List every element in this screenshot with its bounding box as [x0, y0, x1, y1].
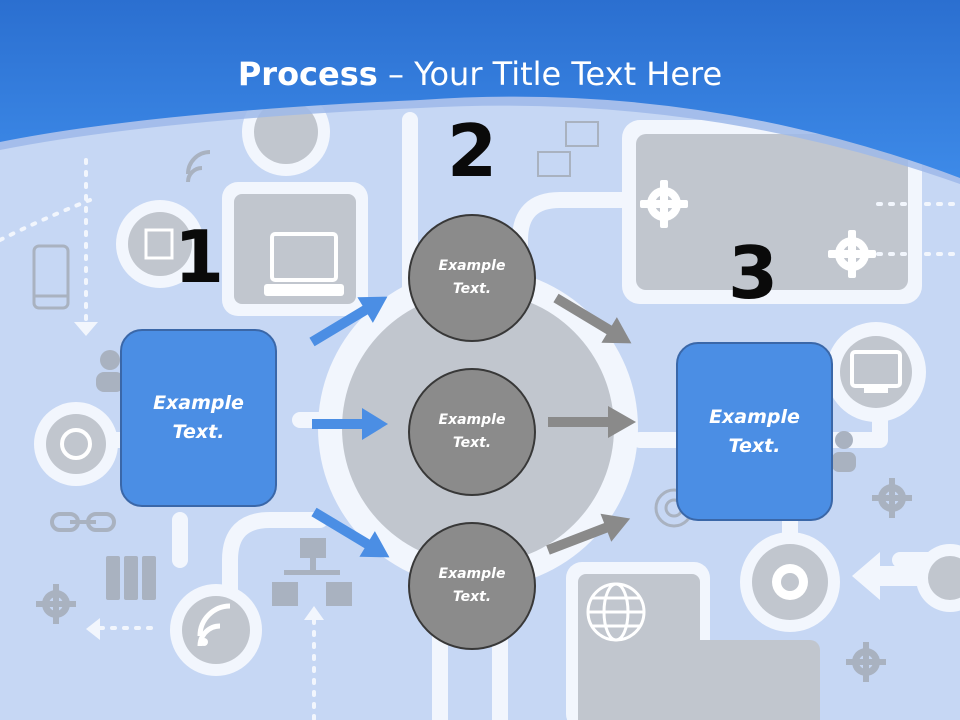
gear-icon — [872, 478, 912, 518]
step-2-circle-middle[interactable]: Example Text. — [408, 368, 536, 496]
mobile-phone-icon — [32, 244, 70, 310]
circle-middle-text: Example Text. — [438, 412, 506, 451]
monitor-icon — [826, 322, 926, 422]
step-3-box[interactable]: Example Text. — [676, 342, 833, 521]
step-1-text: Example Text. — [153, 392, 244, 443]
laptop-icon — [222, 182, 368, 316]
arrow-blue-down — [311, 507, 390, 558]
document-icon — [116, 200, 204, 288]
slide-title: Process – Your Title Text Here — [0, 54, 960, 94]
header-band — [0, 0, 960, 178]
gear-icon — [640, 180, 688, 228]
partial-circle-inner — [928, 556, 960, 600]
globe-icon — [586, 582, 646, 642]
gear-icon — [740, 532, 840, 632]
step-1-box[interactable]: Example Text. — [120, 329, 277, 507]
gear-icon — [828, 230, 876, 278]
step-number-1: 1 — [173, 215, 225, 299]
step-number-3: 3 — [727, 231, 779, 315]
monitors-icon — [537, 121, 599, 177]
wifi-icon — [186, 150, 211, 183]
users-icon — [832, 431, 856, 472]
title-rest-part: – Your Title Text Here — [377, 55, 723, 93]
circle-top-text: Example Text. — [438, 258, 506, 297]
arrow-gray-down — [553, 293, 632, 344]
arrow-gray-right — [548, 406, 636, 438]
network-icon — [272, 538, 352, 606]
users-icon — [96, 350, 124, 392]
step-number-2: 2 — [446, 109, 498, 193]
gear-icon — [846, 642, 886, 682]
arrow-gray-up — [546, 513, 631, 555]
gear-panel — [622, 120, 922, 304]
step-2-circle-bottom[interactable]: Example Text. — [408, 522, 536, 650]
arrow-blue-up — [309, 296, 388, 347]
dashed-connectors — [0, 158, 960, 720]
arrow-blue-right — [312, 408, 388, 440]
binders-icon — [106, 556, 156, 600]
link-circle-icon — [34, 402, 118, 486]
wifi-icon — [170, 584, 262, 676]
circle-bottom-text: Example Text. — [438, 566, 506, 605]
step-3-text: Example Text. — [709, 405, 800, 457]
chain-link-icon — [50, 512, 116, 532]
globe-panel — [566, 562, 820, 720]
step-2-circle-top[interactable]: Example Text. — [408, 214, 536, 342]
arrow-left-icon — [852, 552, 930, 600]
gear-icon — [36, 584, 76, 624]
title-bold-part: Process — [237, 55, 378, 93]
